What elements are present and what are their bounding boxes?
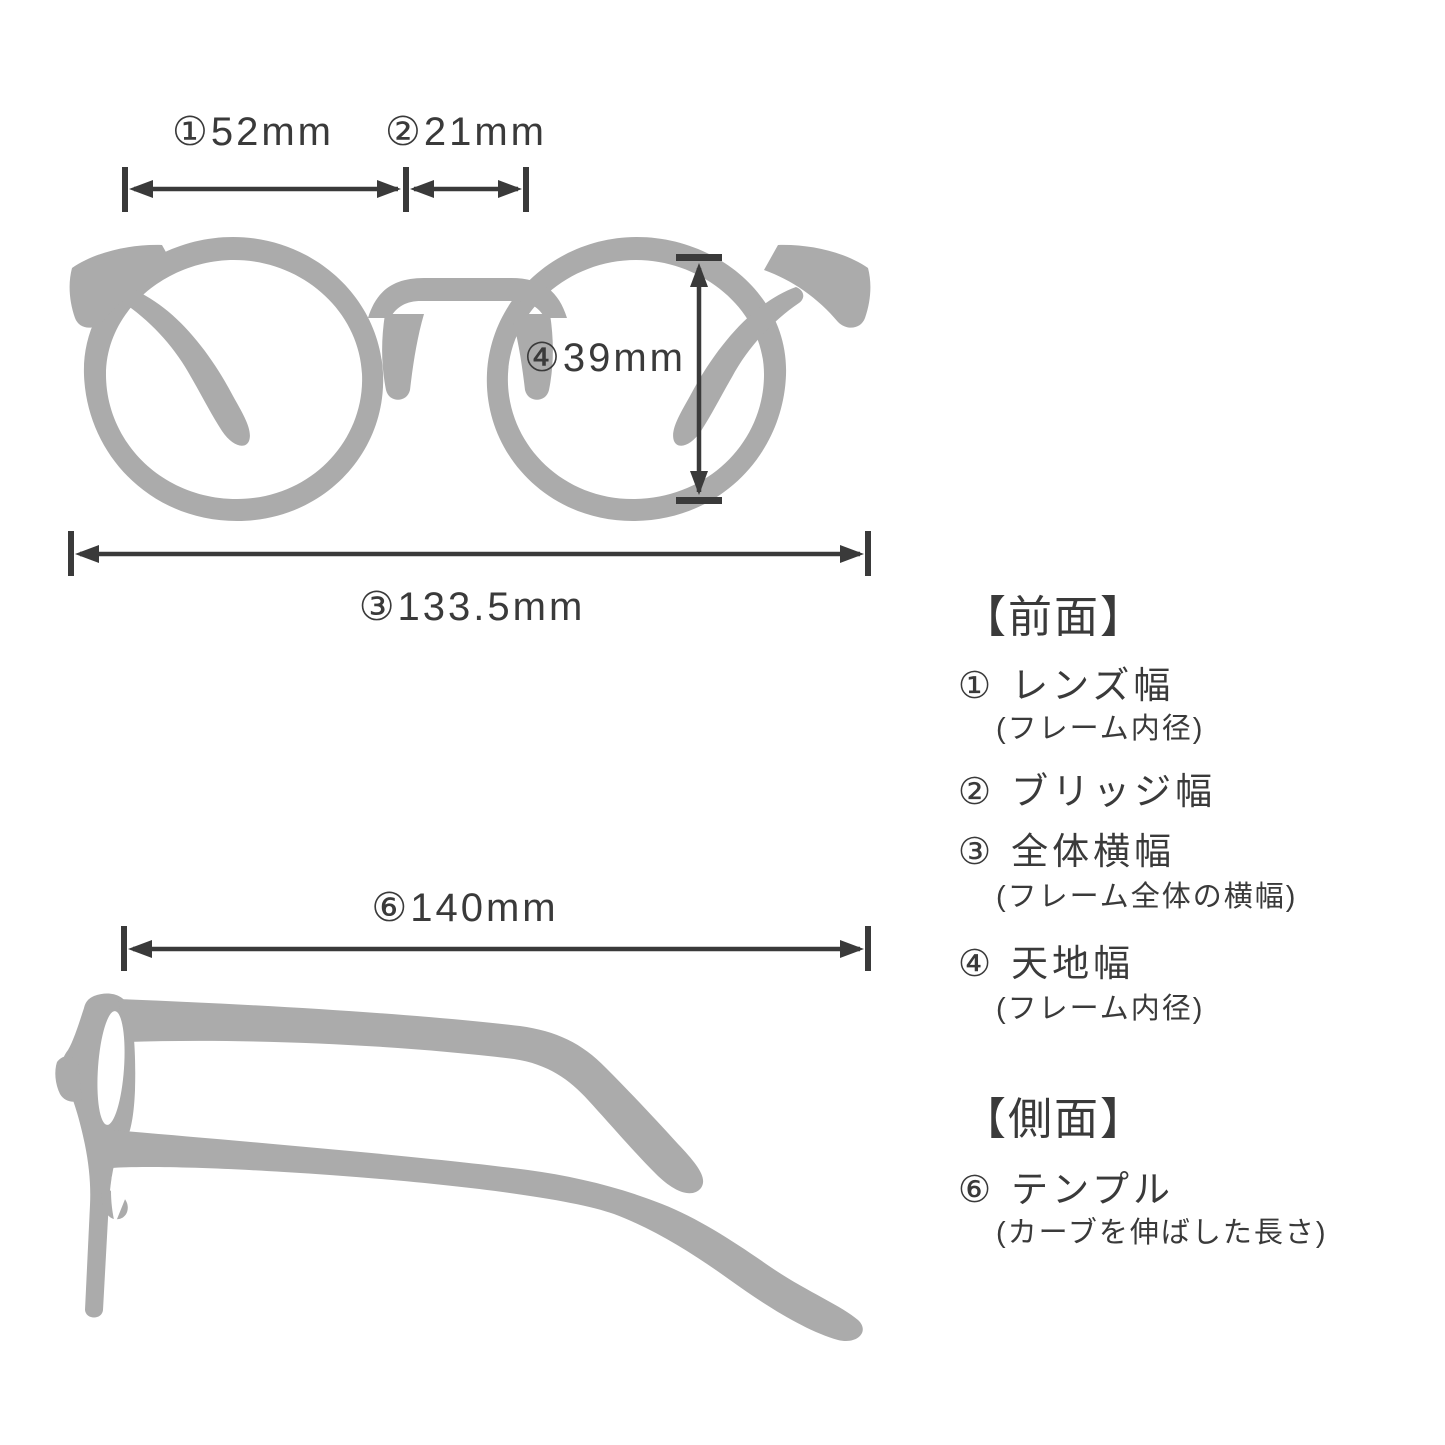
front-right-endpiece (764, 244, 871, 328)
legend-item-total-width: ③ 全体横幅 (958, 831, 1176, 873)
dim-end-bar (122, 167, 128, 212)
legend-item-temple: ⑥ テンプル (958, 1169, 1175, 1211)
front-right-nose-leg (511, 314, 553, 400)
dim-cap-bar (676, 497, 722, 504)
legend-note-temple: (カーブを伸ばした長さ) (996, 1217, 1328, 1249)
dim-arrowhead (128, 940, 152, 958)
front-bridge (368, 278, 567, 318)
lens-width-value: ①52mm (172, 110, 334, 154)
dim-arrowhead (690, 471, 708, 495)
front-right-temple-through-lens (673, 287, 804, 446)
temple-length-value: ⑥140mm (371, 886, 559, 930)
legend-item-label: レンズ幅 (1011, 665, 1175, 706)
legend-item-lens-width: ① レンズ幅 (958, 665, 1175, 707)
side-upper-temple (118, 999, 704, 1194)
dim-lens-width-line (122, 167, 409, 212)
side-hinge-block (55, 1056, 82, 1102)
dim-end-bar (403, 167, 409, 212)
dim-arrowhead (410, 180, 434, 198)
side-lower-temple (112, 1130, 863, 1342)
legend-item-label: テンプル (1011, 1169, 1175, 1210)
front-section-title: 【前面】 (962, 593, 1146, 642)
legend-item-label: ブリッジ幅 (1011, 771, 1217, 812)
dim-end-bar (523, 167, 529, 212)
lens-height-value: ④39mm (524, 336, 686, 380)
dim-lens-height-line (676, 254, 722, 504)
front-left-temple-through-lens (119, 287, 250, 446)
circled-number: ① (958, 665, 996, 706)
side-rim-notch (111, 1176, 130, 1224)
circled-number: ④ (958, 943, 996, 984)
dim-arrowhead (840, 545, 864, 563)
legend-note-lens-width: (フレーム内径) (996, 713, 1205, 745)
legend-note-total-width: (フレーム全体の横幅) (996, 881, 1298, 913)
dim-temple-length-line (121, 926, 871, 971)
legend-note-lens-height: (フレーム内径) (996, 993, 1205, 1025)
front-left-endpiece (69, 244, 176, 328)
dim-arrowhead (129, 180, 153, 198)
dim-arrowhead (377, 180, 401, 198)
total-width-value: ③133.5mm (358, 585, 586, 629)
legend-item-label: 全体横幅 (1011, 831, 1176, 872)
bridge-width-value: ②21mm (385, 110, 547, 154)
side-lens-opening (97, 1011, 125, 1125)
dim-total-width-line (68, 531, 871, 576)
side-section-title: 【側面】 (962, 1095, 1146, 1144)
dim-bridge-width-line (410, 167, 529, 212)
dim-end-bar (865, 531, 871, 576)
legend-item-lens-height: ④ 天地幅 (958, 943, 1135, 985)
circled-number: ③ (958, 831, 996, 872)
dim-arrowhead (75, 545, 99, 563)
circled-number: ② (958, 771, 996, 812)
dim-arrowhead (690, 263, 708, 287)
dim-cap-bar (676, 254, 722, 261)
circled-number: ⑥ (958, 1169, 996, 1210)
legend-item-label: 天地幅 (1011, 943, 1135, 984)
dim-arrowhead (498, 180, 522, 198)
front-left-nose-leg (382, 314, 424, 400)
dim-end-bar (121, 926, 127, 971)
side-view-silhouette (55, 993, 863, 1342)
legend-item-bridge-width: ② ブリッジ幅 (958, 771, 1217, 813)
front-view-silhouette (69, 237, 871, 521)
dim-end-bar (865, 926, 871, 971)
dim-end-bar (68, 531, 74, 576)
dim-arrowhead (840, 940, 864, 958)
